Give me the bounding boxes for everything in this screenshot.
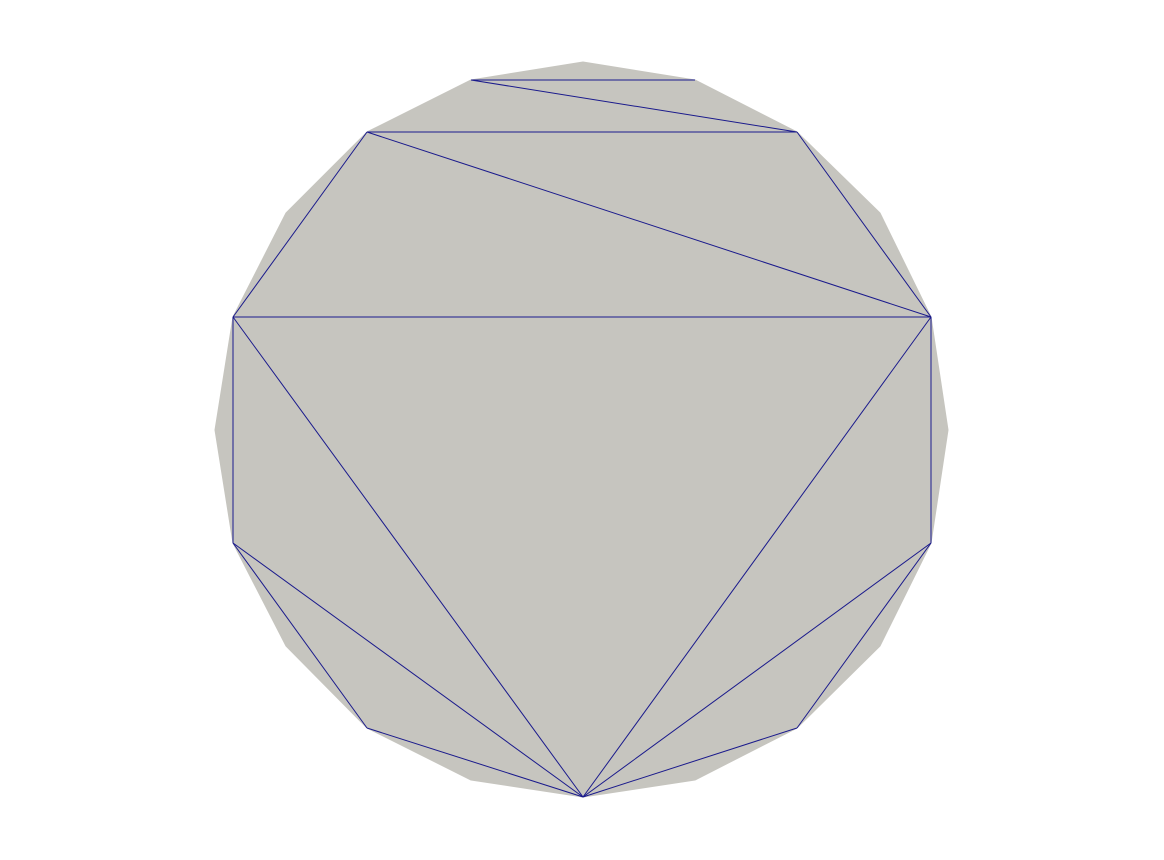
- mesh-edge-5: [232, 131, 368, 318]
- mesh-edge-15: [796, 542, 932, 729]
- mesh-edge-4: [796, 131, 932, 318]
- polygon-face: [214, 61, 949, 798]
- mesh-edge-9: [232, 316, 584, 798]
- triangulation-edges: [232, 79, 932, 798]
- mesh-edge-12: [582, 542, 932, 798]
- mesh-edge-11: [232, 542, 584, 798]
- mesh-edge-10: [582, 316, 932, 798]
- mesh-edge-13: [232, 542, 368, 729]
- mesh-edge-3: [366, 131, 932, 318]
- mesh-edge-16: [582, 727, 798, 798]
- mesh-edge-14: [366, 727, 584, 798]
- mesh-edge-1: [470, 79, 798, 133]
